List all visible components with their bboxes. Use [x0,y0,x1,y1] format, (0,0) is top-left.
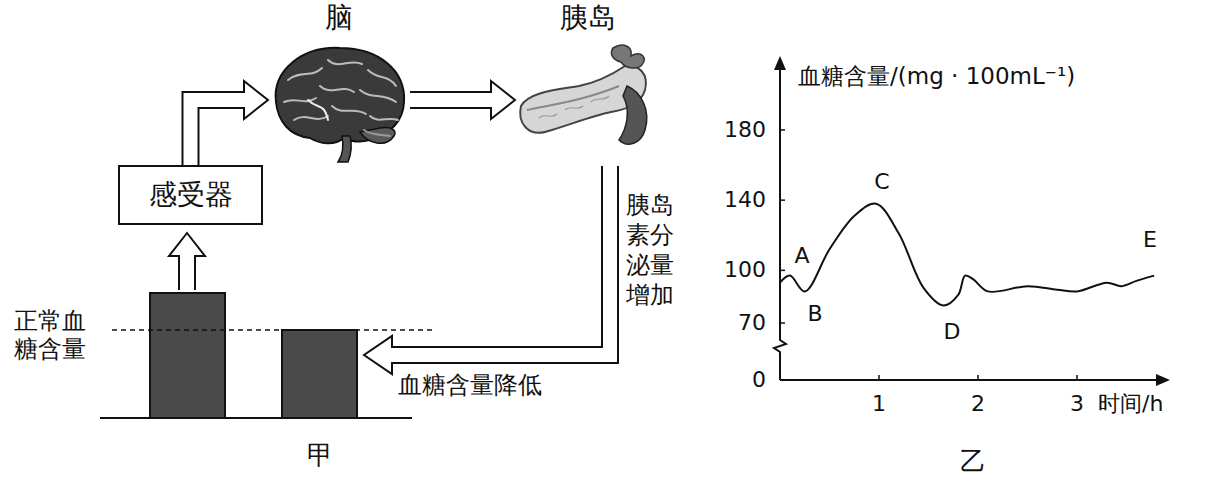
blood-sugar-chart [774,56,1170,386]
point-label: E [1143,227,1157,252]
brain: 脑 [268,2,410,164]
normal-bar [282,330,357,418]
y-tick [780,322,785,324]
y-tick-label: 70 [738,310,766,335]
receptor-box: 感受器 [118,165,263,225]
x-axis-head [1156,374,1170,386]
normal-level-label: 正常血糖含量 [14,308,88,363]
y-axis [774,66,786,380]
normal-level-line [112,329,432,331]
y-tick-label: 180 [724,117,766,142]
node-label: 胰岛 [515,2,660,34]
high-bar [150,293,225,418]
blood-sugar-curve [780,203,1154,305]
x-tick [878,375,880,380]
baseline [100,417,412,419]
x-axis [780,379,1160,381]
x-tick-label: 3 [1070,391,1084,416]
y-axis-head [774,56,786,70]
y-tick-label: 0 [752,367,766,392]
point-label: D [944,319,961,344]
sugar-drop-note: 血糖含量降低 [398,372,542,400]
insulin-note: 胰岛素分泌量增加 [626,190,674,310]
x-tick [1076,375,1078,380]
pancreas: 胰岛 [515,2,660,158]
y-tick-label: 100 [724,258,766,283]
hollow-arrow [169,233,205,292]
pancreas-picture [515,40,660,158]
y-tick [780,199,785,201]
figure-label: 乙 [960,447,986,477]
y-tick [780,129,785,131]
point-label: A [794,243,809,268]
x-axis-title: 时间/h [1098,391,1163,416]
point-label: B [807,301,822,326]
node-label: 脑 [268,2,410,34]
brain-picture [268,40,410,164]
x-tick-label: 1 [872,391,886,416]
y-axis-title: 血糖含量/(mg · 100mL⁻¹) [798,63,1075,89]
y-tick-label: 140 [724,187,766,212]
x-tick-label: 2 [971,391,985,416]
figure-label: 甲 [307,441,333,471]
hollow-arrow [364,164,610,374]
y-tick [780,270,785,272]
point-label: C [874,169,889,194]
node-label: 感受器 [149,179,233,211]
hollow-arrow [191,81,269,165]
x-tick [977,375,979,380]
hollow-arrow [410,81,515,119]
